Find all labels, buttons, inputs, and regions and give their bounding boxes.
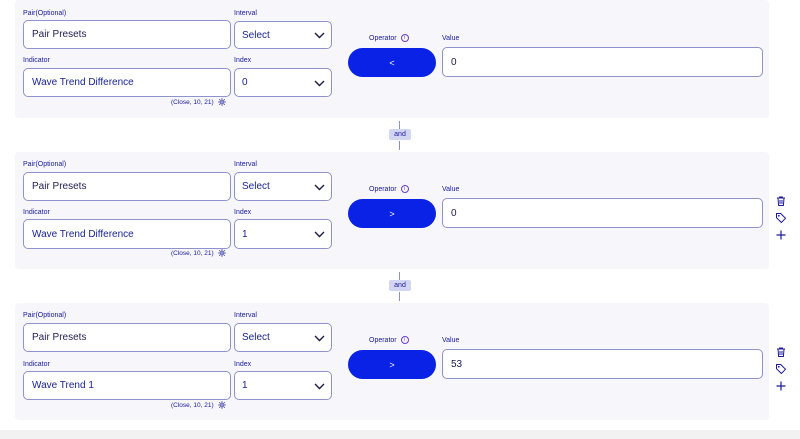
interval-value: Select (242, 181, 270, 192)
indicator-input[interactable]: Wave Trend Difference (23, 219, 231, 249)
params-text: (Close, 10, 21) (171, 249, 214, 257)
interval-value: Select (242, 29, 270, 41)
params-text: (Close, 10, 21) (171, 401, 214, 409)
operator-button[interactable]: < (348, 48, 436, 77)
plus-icon[interactable] (775, 229, 787, 241)
indicator-params: (Close, 10, 21) (171, 98, 226, 106)
chevron-down-icon (314, 383, 325, 389)
pair-label: Pair(Optional) (23, 312, 67, 319)
info-icon[interactable]: i (400, 185, 409, 194)
pair-label: Pair(Optional) (23, 10, 67, 17)
chevron-down-icon (314, 335, 325, 341)
info-icon[interactable]: i (400, 34, 409, 43)
connector-line (399, 121, 400, 129)
index-value: 1 (242, 380, 248, 391)
indicator-input[interactable]: Wave Trend Difference (23, 68, 231, 97)
pair-input[interactable]: Pair Presets (23, 20, 231, 49)
indicator-params: (Close, 10, 21) (171, 249, 226, 257)
interval-value: Select (242, 332, 270, 343)
gear-icon[interactable] (217, 249, 226, 257)
pair-input[interactable]: Pair Presets (23, 172, 231, 201)
value-input[interactable]: 53 (442, 349, 763, 379)
plus-icon[interactable] (775, 380, 787, 392)
operator-button[interactable]: > (348, 350, 436, 379)
condition-card: Pair(Optional) Pair Presets Interval Sel… (15, 303, 769, 420)
interval-label: Interval (234, 10, 257, 17)
value-input[interactable]: 0 (442, 198, 763, 228)
interval-select[interactable]: Select (234, 323, 332, 352)
gear-icon[interactable] (217, 401, 226, 409)
index-select[interactable]: 0 (234, 68, 332, 97)
index-value: 0 (242, 77, 248, 88)
footer-strip (0, 430, 800, 439)
pair-label: Pair(Optional) (23, 161, 67, 168)
info-icon[interactable]: i (400, 336, 409, 345)
params-text: (Close, 10, 21) (171, 98, 214, 106)
index-label: Index (234, 57, 252, 64)
interval-select[interactable]: Select (234, 172, 332, 201)
indicator-label: Indicator (23, 57, 50, 64)
condition-card: Pair(Optional) Pair Presets Interval Sel… (15, 152, 769, 269)
indicator-params: (Close, 10, 21) (171, 401, 226, 409)
value-input[interactable]: 0 (442, 47, 763, 77)
index-select[interactable]: 1 (234, 219, 332, 249)
value-label: Value (442, 35, 460, 42)
condition-card: Pair(Optional) Pair Presets Interval Sel… (15, 0, 769, 118)
chevron-down-icon (314, 80, 325, 86)
index-label: Index (234, 361, 252, 368)
gear-icon[interactable] (217, 98, 226, 106)
and-badge[interactable]: and (389, 280, 411, 291)
tag-icon[interactable] (775, 212, 787, 224)
index-value: 1 (242, 228, 248, 240)
indicator-label: Indicator (23, 209, 50, 216)
tag-icon[interactable] (775, 363, 787, 375)
indicator-input[interactable]: Wave Trend 1 (23, 371, 231, 400)
connector-line (399, 141, 400, 150)
pair-input[interactable]: Pair Presets (23, 323, 231, 352)
connector-line (399, 292, 400, 301)
chevron-down-icon (314, 32, 325, 39)
interval-select[interactable]: Select (234, 21, 332, 49)
chevron-down-icon (314, 184, 325, 190)
chevron-down-icon (314, 231, 325, 238)
trash-icon[interactable] (775, 346, 787, 358)
value-label: Value (442, 337, 460, 344)
operator-button[interactable]: > (348, 199, 436, 228)
indicator-label: Indicator (23, 361, 50, 368)
index-label: Index (234, 209, 252, 216)
interval-label: Interval (234, 312, 257, 319)
and-badge[interactable]: and (389, 129, 411, 140)
connector-line (399, 272, 400, 280)
index-select[interactable]: 1 (234, 371, 332, 400)
interval-label: Interval (234, 161, 257, 168)
trash-icon[interactable] (775, 195, 787, 207)
value-label: Value (442, 186, 460, 193)
